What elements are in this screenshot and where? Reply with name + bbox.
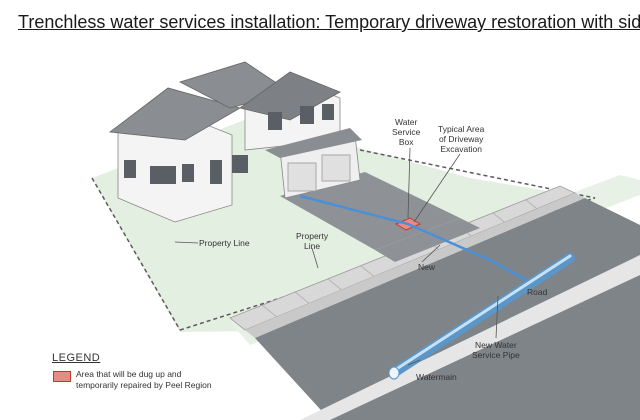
garage-door-1 (287, 162, 317, 192)
label-property-line-2: Property Line (296, 231, 329, 251)
watermain (388, 253, 575, 380)
road (255, 198, 640, 420)
legend-swatch-excavation (53, 371, 71, 382)
label-new-watermain: Watermain (416, 372, 457, 382)
window-upper-1 (268, 112, 282, 130)
window-lower-1 (150, 166, 176, 184)
garage-roof (265, 128, 362, 158)
legend-title: LEGEND (52, 352, 101, 364)
label-road: Road (527, 287, 548, 297)
leader-lines (174, 147, 499, 366)
house (108, 61, 362, 223)
label-new-top: New (418, 262, 436, 272)
label-water-service-box: Water Service Box (392, 117, 421, 147)
driveway-apron (375, 218, 480, 262)
property-line-left (91, 177, 181, 331)
porch-window (232, 155, 248, 173)
garage-door-2 (321, 154, 351, 182)
driveway (280, 172, 460, 250)
window-upper-2 (300, 106, 314, 124)
label-property-line-1: Property Line (199, 238, 250, 248)
label-new-water-service-pipe: New Water Service Pipe (472, 340, 520, 360)
curb (245, 193, 585, 338)
window-lower-3 (182, 164, 194, 182)
road-far-shoulder (300, 255, 640, 420)
water-service-pipe (299, 194, 531, 284)
window-lower-2 (124, 160, 136, 178)
legend-item-text: Area that will be dug up and temporarily… (76, 369, 212, 390)
label-typical-area: Typical Area of Driveway Excavation (438, 124, 485, 154)
front-door (210, 160, 222, 184)
window-upper-3 (322, 104, 334, 120)
diagram-title: Trenchless water services installation: … (18, 12, 640, 32)
